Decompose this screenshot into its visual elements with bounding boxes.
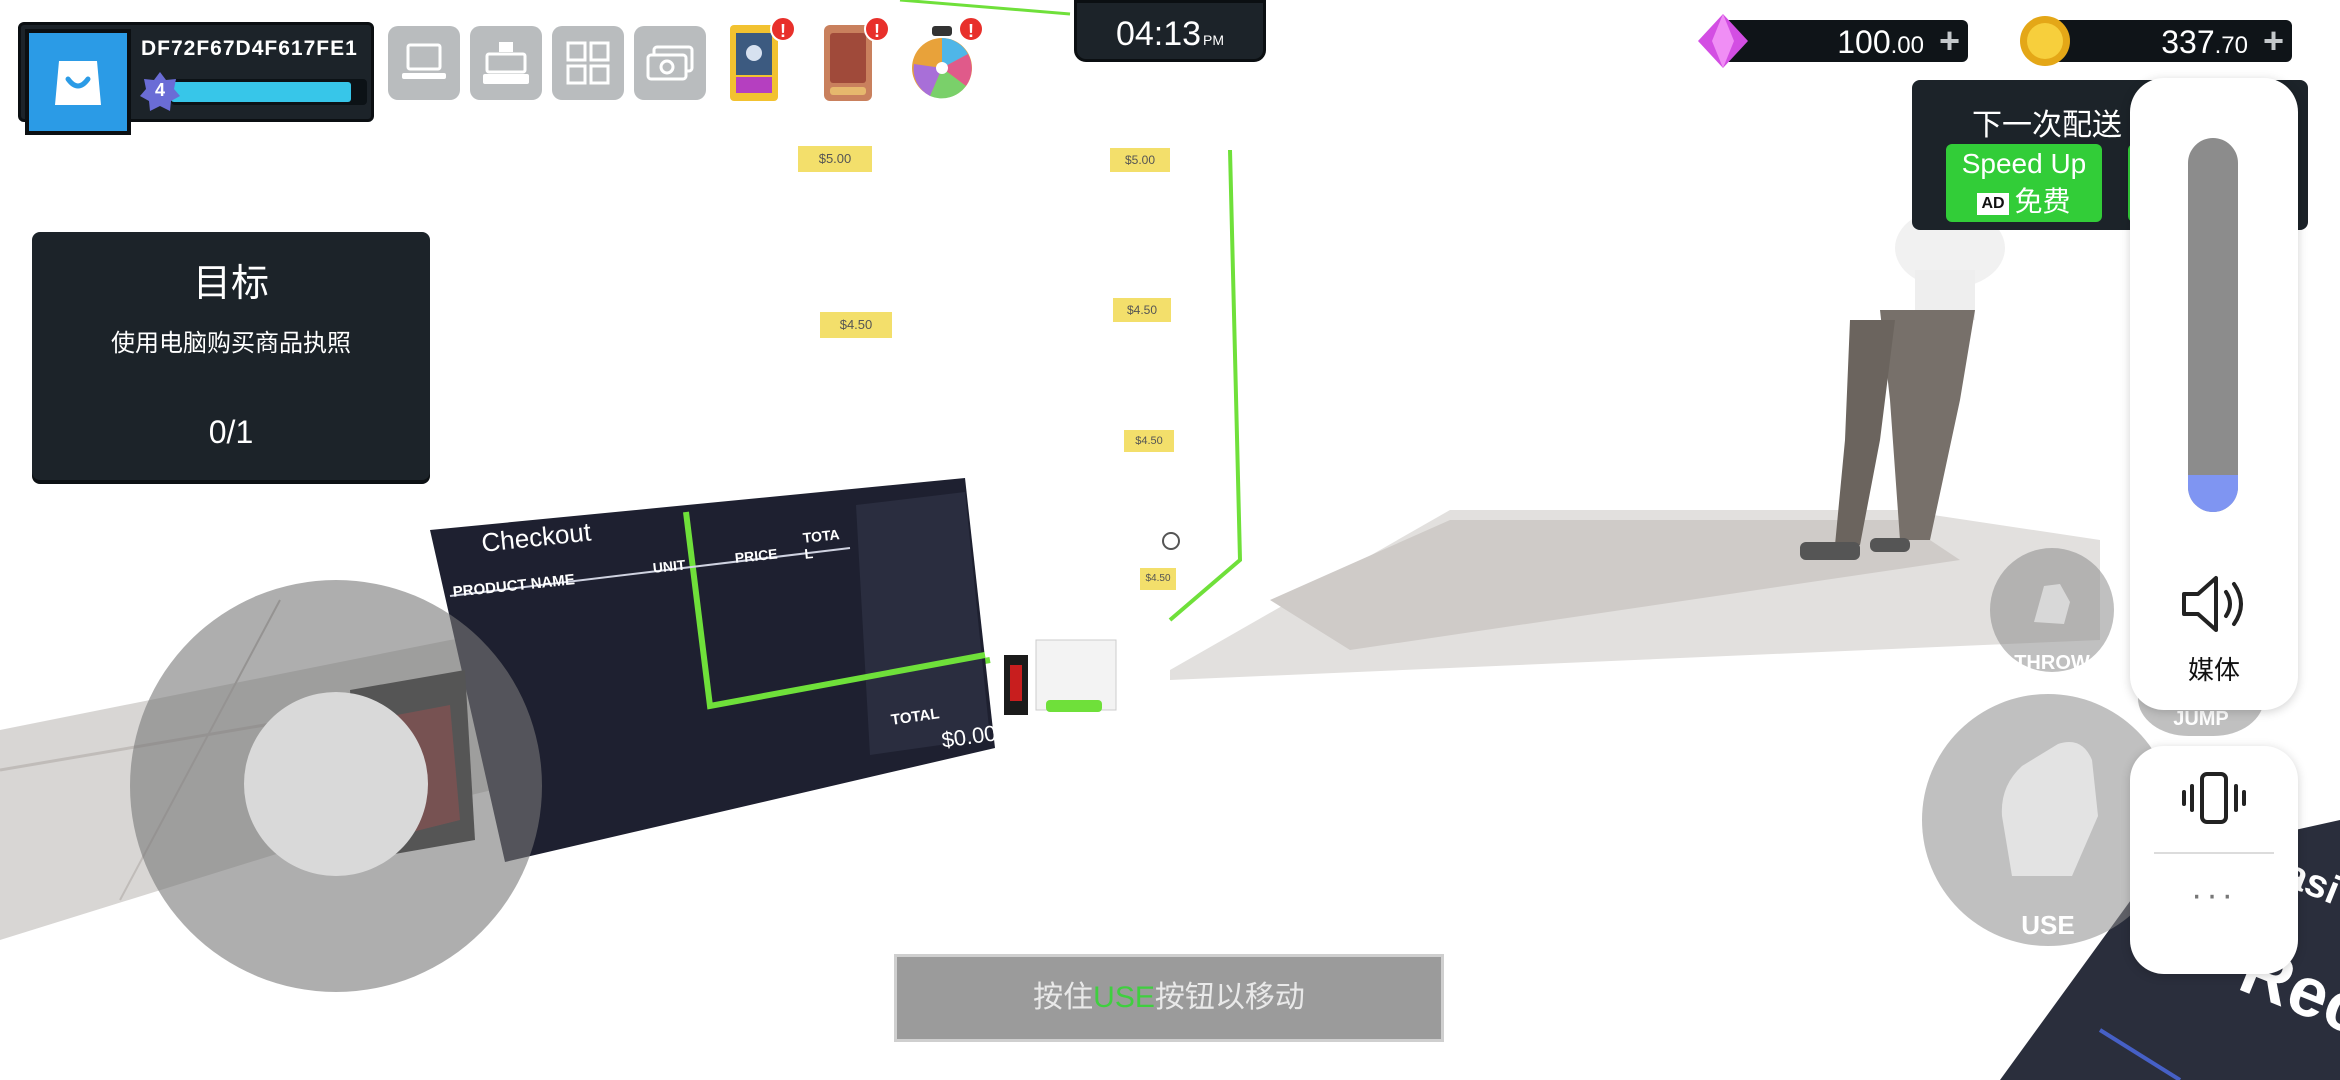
price-tag: $4.50: [1113, 298, 1171, 322]
prize-wheel-icon: [912, 26, 972, 99]
claw-machine-alert: !: [770, 16, 796, 42]
jump-label: JUMP: [2173, 708, 2229, 730]
speed-up-label: Speed Up: [1961, 148, 2087, 179]
hint-banner: 按住USE按钮以移动: [894, 954, 1444, 1042]
volume-stream-label: 媒体: [2187, 655, 2240, 685]
xp-bar: [171, 79, 367, 105]
scratch-card-icon: [824, 25, 872, 101]
gems-counter[interactable]: 100.00 +: [1698, 14, 1968, 68]
crosshair: [1162, 532, 1180, 550]
cash-register-icon: [483, 42, 529, 84]
claw-machine-icon: [730, 25, 778, 101]
gems-dec: .00: [1890, 32, 1924, 59]
lucky-wheel-button[interactable]: !: [906, 16, 984, 100]
volume-slider[interactable]: [2188, 138, 2238, 512]
throw-hand-icon: [2034, 584, 2070, 624]
laptop-icon: [402, 43, 446, 79]
cash-icon: [646, 45, 694, 81]
layout-button[interactable]: [552, 26, 624, 100]
scratch-card-button[interactable]: !: [812, 16, 890, 101]
store-bag-avatar[interactable]: [25, 29, 131, 135]
objective-title: 目标: [192, 263, 269, 305]
throw-label: THROW: [2014, 652, 2090, 674]
checkout-col-total: TOTA L: [802, 526, 842, 562]
hint-pre: 按住: [1033, 981, 1094, 1014]
panel-divider: [2154, 852, 2274, 854]
free-label: 免费: [2014, 186, 2071, 217]
cash-register-button[interactable]: [470, 26, 542, 100]
checkout-col-unit: UNIT: [652, 556, 687, 576]
add-coins-button[interactable]: +: [2262, 20, 2284, 61]
throw-button[interactable]: THROW: [1990, 548, 2114, 674]
shopping-bag-icon: [55, 61, 101, 105]
level-star-icon: [140, 72, 180, 111]
player-level: 4: [154, 80, 165, 100]
xp-bar-fill: [171, 82, 352, 102]
volume-slider-fill: [2188, 474, 2238, 512]
claw-machine-button[interactable]: !: [718, 16, 796, 101]
sound-mode-panel: ···: [2130, 746, 2298, 974]
scratch-card-alert: !: [864, 16, 890, 42]
gems-int: 100: [1837, 24, 1891, 60]
joystick-thumb[interactable]: [244, 692, 428, 876]
ad-badge: AD: [1977, 192, 2009, 215]
use-label: USE: [2021, 910, 2075, 940]
price-tag: $4.50: [820, 312, 892, 338]
objective-panel: 目标 使用电脑购买商品执照 0/1: [32, 232, 430, 480]
objective-progress: 0/1: [208, 414, 254, 450]
clock-ampm: PM: [1203, 32, 1225, 48]
add-gems-button[interactable]: +: [1938, 20, 1960, 61]
objective-description: 使用电脑购买商品执照: [111, 330, 351, 357]
computer-button[interactable]: [388, 26, 460, 100]
coins-dec: .70: [2214, 32, 2248, 59]
checkout-screen-graphic: [430, 478, 995, 862]
player-id: DF72F67D4F617FE1: [141, 37, 358, 60]
vibrate-icon[interactable]: [2182, 770, 2246, 826]
coins-counter[interactable]: 337.70 +: [2020, 16, 2292, 66]
delivery-title: 下一次配送: [1972, 109, 2122, 142]
coins-int: 337: [2161, 24, 2215, 60]
shopper-character: [1800, 208, 2005, 560]
price-tag: $5.00: [798, 146, 872, 172]
player-badge[interactable]: DF72F67D4F617FE1 4: [18, 22, 374, 135]
volume-panel: 媒体: [2130, 78, 2298, 710]
checkout-col-total-head: TOTA: [802, 526, 841, 546]
checkout-col-total-tail: L: [803, 545, 814, 562]
hint-post: 按钮以移动: [1154, 981, 1305, 1014]
gem-icon: [1698, 14, 1748, 68]
coin-icon: [2020, 16, 2070, 66]
clock-time: 04:13: [1115, 15, 1202, 53]
price-tag: $4.50: [1124, 430, 1174, 452]
more-options-button[interactable]: ···: [2191, 876, 2237, 914]
hint-key: USE: [1093, 981, 1155, 1014]
price-tag: $5.00: [1110, 148, 1170, 172]
price-tag: $4.50: [1140, 568, 1176, 590]
money-button[interactable]: [634, 26, 706, 100]
speaker-icon[interactable]: [2178, 572, 2250, 636]
grid-icon: [566, 41, 610, 85]
lucky-wheel-alert: !: [958, 16, 984, 42]
hand-grab-icon: [2001, 742, 2098, 876]
